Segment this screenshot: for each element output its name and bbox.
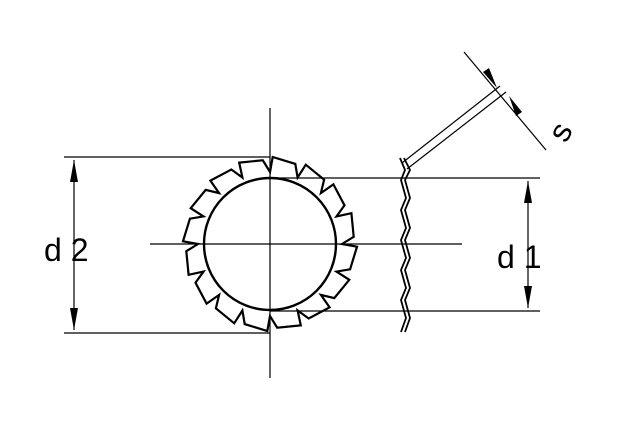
s-extension-1 (401, 85, 501, 164)
washer-side-view (399, 157, 412, 333)
d1-dimension (524, 181, 532, 308)
d2-dimension (70, 160, 78, 330)
s-arrow-1 (483, 68, 497, 88)
s-dimension (401, 51, 547, 170)
extension-lines (64, 156, 540, 334)
side-view-left-edge (399, 157, 407, 333)
d1-arrow-top (524, 181, 532, 203)
s-dimension-line (463, 51, 547, 151)
d2-label: d 2 (44, 232, 88, 268)
s-arrow-2 (509, 96, 522, 116)
washer-teeth-outline (181, 155, 359, 333)
d1-arrow-bottom (524, 286, 532, 308)
s-extension-2 (406, 91, 507, 170)
d2-arrow-bottom (70, 308, 78, 330)
s-label: s (540, 116, 579, 147)
d2-arrow-top (70, 160, 78, 182)
side-view-right-edge (403, 157, 412, 333)
d1-label: d 1 (497, 239, 541, 275)
